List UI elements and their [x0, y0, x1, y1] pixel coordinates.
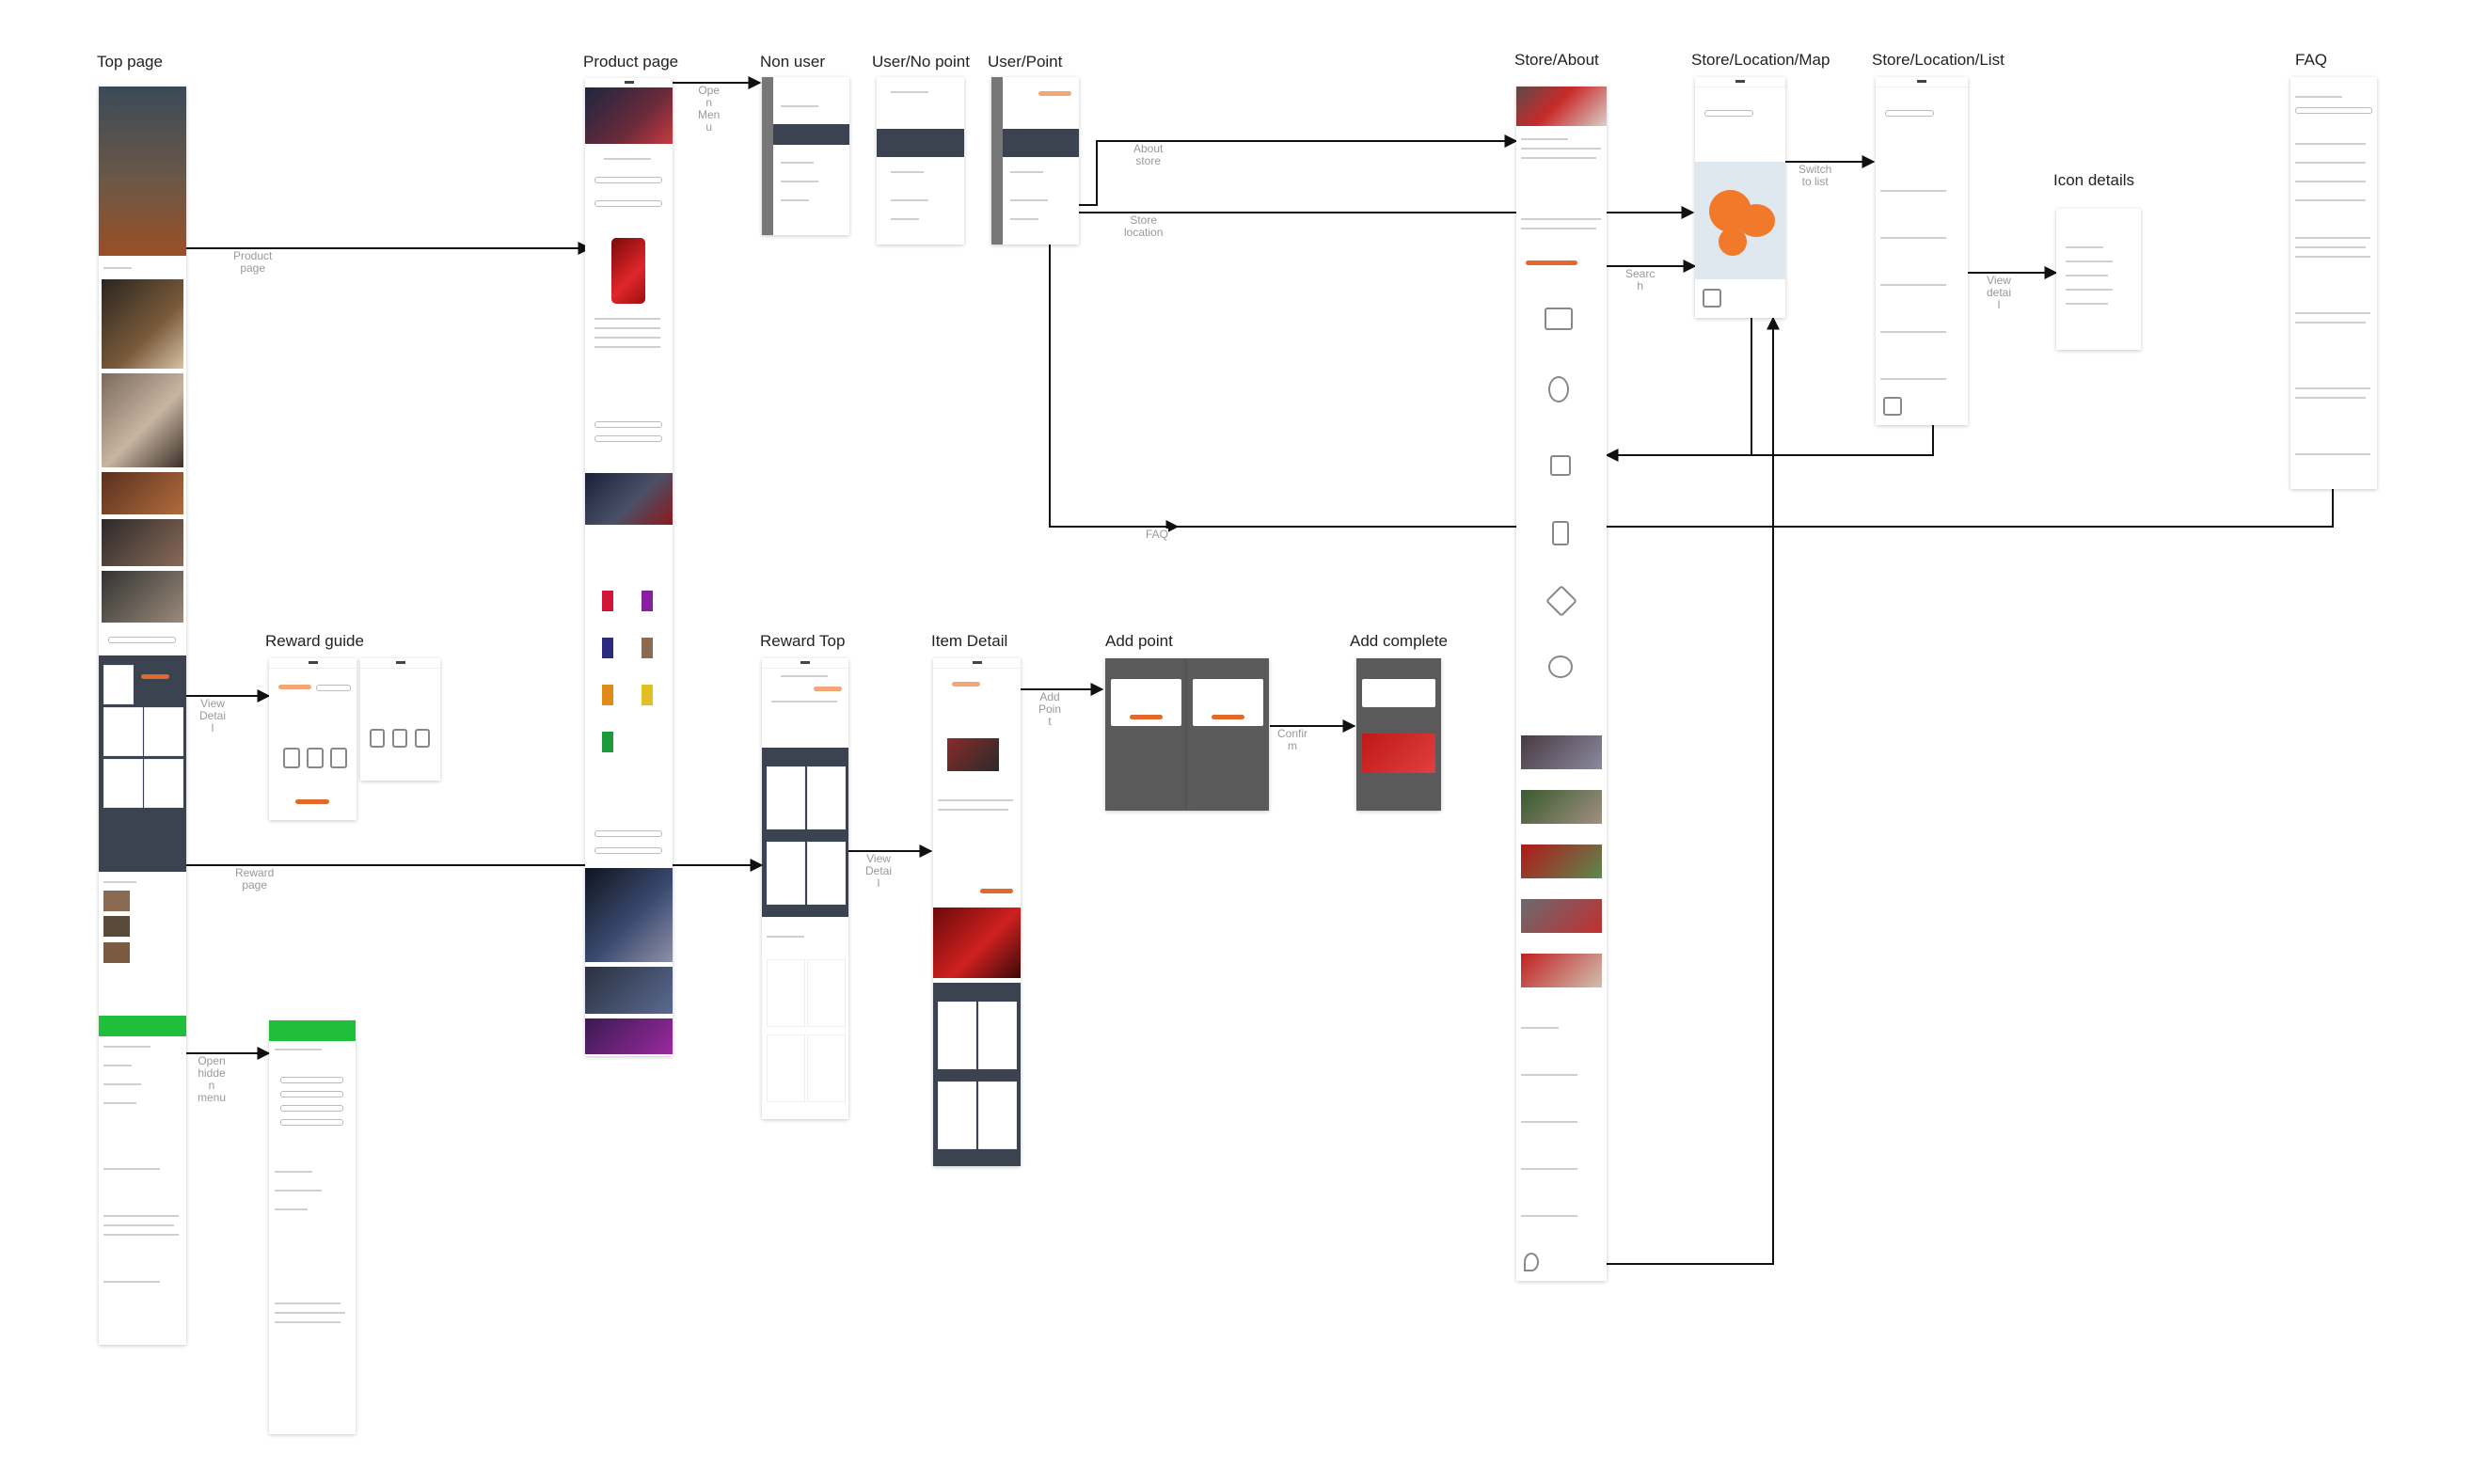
map-pin-icon [1524, 1253, 1539, 1271]
title-reward-guide: Reward guide [265, 632, 364, 650]
screen-icon-details[interactable] [2056, 209, 2141, 350]
title-top-page: Top page [97, 53, 163, 71]
edge-label-add-point: Add Poin t [1038, 690, 1062, 728]
edge-label-reward-page: Reward page [235, 866, 275, 892]
tools-icon [1545, 585, 1577, 617]
edge-label-open-hidden-menu: Open hidde n menu [198, 1054, 227, 1104]
edge-label-search: Searc h [1625, 267, 1656, 292]
title-user-no-point: User/No point [872, 53, 970, 71]
edge-label-open-menu: Ope n Men u [698, 84, 721, 134]
edge-label-view-detail-reward: View Detai l [199, 697, 227, 734]
title-reward-top: Reward Top [760, 632, 846, 650]
title-add-complete: Add complete [1350, 632, 1448, 650]
edge-label-confirm: Confir m [1277, 727, 1308, 752]
screen-user-point-menu[interactable] [991, 77, 1079, 245]
edge-label-view-detail-item: View Detai l [865, 852, 893, 890]
gift-box-icon [1550, 455, 1571, 476]
screen-add-point-1[interactable] [1105, 658, 1187, 811]
charging-stand-icon [1545, 308, 1573, 330]
title-store-about: Store/About [1514, 51, 1599, 69]
edge-label-view-detail-list: View detai l [1987, 274, 2012, 311]
screen-hidden-menu[interactable] [269, 1020, 356, 1434]
title-item-detail: Item Detail [931, 632, 1008, 650]
edge-store-bottom [1607, 316, 1780, 1265]
title-icon-details: Icon details [2053, 171, 2134, 189]
screen-reward-guide-2[interactable] [360, 658, 440, 781]
edge-map-back [1605, 314, 1752, 462]
screen-store-about[interactable] [1516, 87, 1607, 1281]
title-store-location-list: Store/Location/List [1872, 51, 2005, 69]
person-icon [1548, 376, 1569, 403]
screen-store-location-list[interactable] [1876, 77, 1968, 425]
screen-non-user-menu[interactable] [762, 77, 849, 235]
screen-store-location-map[interactable] [1695, 77, 1785, 318]
edge-label-faq: FAQ [1146, 528, 1169, 541]
screen-reward-guide-1[interactable] [269, 658, 357, 820]
device-icon [1552, 521, 1569, 545]
title-non-user: Non user [760, 53, 825, 71]
screen-item-detail[interactable] [933, 658, 1021, 1166]
screen-reward-top[interactable] [762, 658, 848, 1119]
people-icon [1548, 655, 1573, 678]
screen-faq[interactable] [2290, 77, 2377, 489]
screen-add-point-2[interactable] [1187, 658, 1269, 811]
edge-label-about-store: About store [1133, 142, 1164, 167]
edge-list-back [1751, 425, 1934, 456]
screen-top-page[interactable] [99, 87, 186, 1345]
screen-user-no-point-menu[interactable] [877, 77, 964, 245]
edge-label-product-page: Product page [233, 249, 273, 275]
title-faq: FAQ [2295, 51, 2328, 69]
title-add-point: Add point [1105, 632, 1173, 650]
title-user-point: User/Point [988, 53, 1063, 71]
edge-label-store-location: Store location [1124, 213, 1164, 239]
screen-add-complete[interactable] [1356, 658, 1441, 811]
edge-label-switch-to-list: Switch to list [1799, 163, 1832, 188]
screen-product-page[interactable] [585, 78, 673, 1056]
edge-about-store [1050, 134, 1518, 206]
title-store-location-map: Store/Location/Map [1691, 51, 1830, 69]
title-product-page: Product page [583, 53, 679, 71]
